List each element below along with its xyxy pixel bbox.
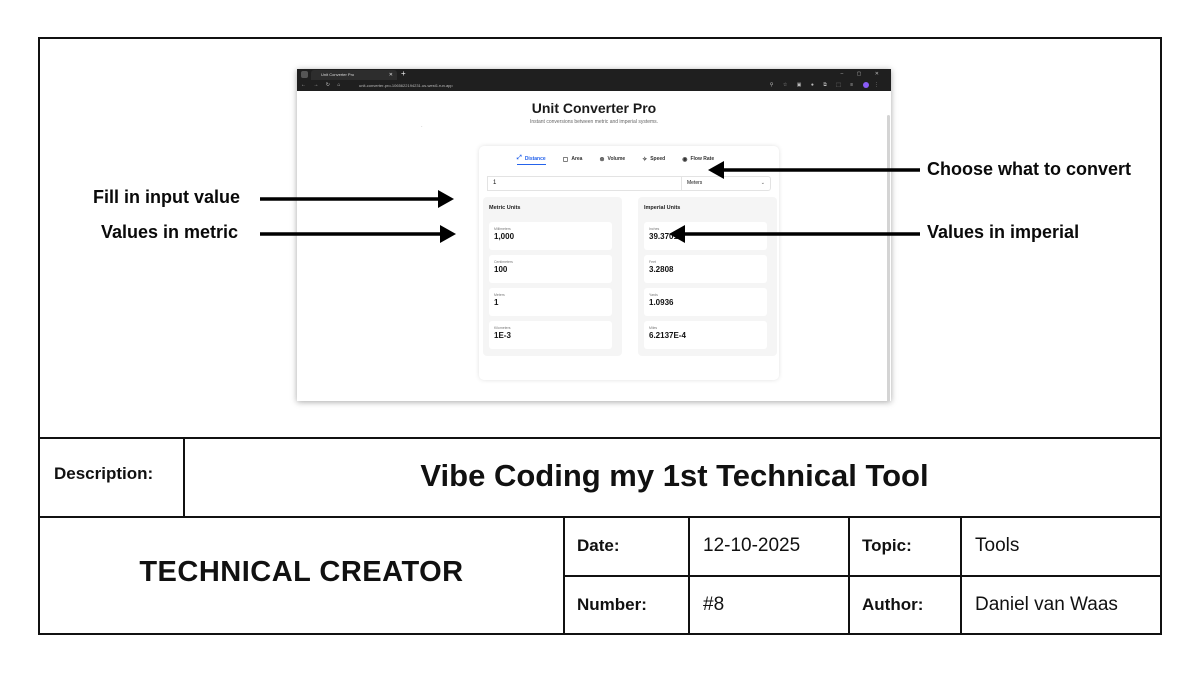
imperial-title: Imperial Units: [644, 205, 681, 211]
window-controls[interactable]: – ▢ ✕: [840, 71, 885, 77]
browser-window: Unit Converter Pro ✕ + – ▢ ✕ ← → ↻ ⌂ uni…: [297, 69, 891, 401]
close-tab-icon[interactable]: ✕: [388, 72, 393, 78]
tab-label: Distance: [524, 155, 546, 162]
value-input[interactable]: 1: [487, 176, 681, 191]
arrow-choose-convert: [708, 161, 920, 179]
profile-avatar[interactable]: [862, 81, 869, 88]
annotation-values-imperial: Values in imperial: [927, 222, 1080, 242]
arrow-fill-input: [260, 190, 454, 208]
decorative-dot: ·: [421, 124, 423, 130]
tab-speed[interactable]: ✧ Speed: [642, 153, 665, 165]
app-page: Unit Converter Pro Instant conversions b…: [297, 91, 891, 401]
metric-title: Metric Units: [489, 205, 521, 211]
area-icon: ▢: [562, 156, 569, 163]
unit-value: 1,000: [494, 232, 515, 241]
divider: [688, 516, 690, 635]
scrollbar[interactable]: [887, 115, 890, 401]
unit-name: Meters: [494, 293, 505, 297]
unit-name: Kilometers: [494, 326, 511, 330]
description-label: Description:: [54, 464, 154, 483]
distance-icon: ⤢: [517, 155, 522, 161]
unit-value: 1.0936: [649, 298, 674, 307]
unit-value: 39.3701: [649, 232, 678, 241]
number-value: #8: [703, 594, 725, 615]
converter-card: ⤢ Distance ▢ Area ⊚ Volume ✧ Speed: [479, 146, 779, 380]
chevron-down-icon: ⌄: [760, 180, 765, 186]
divider: [40, 437, 1160, 439]
tab-volume[interactable]: ⊚ Volume: [599, 153, 625, 165]
app-subtitle: Instant conversions between metric and i…: [529, 119, 659, 125]
author-label: Author:: [862, 595, 924, 614]
new-tab-icon[interactable]: +: [401, 69, 406, 78]
tab-label: Flow Rate: [690, 156, 715, 162]
divider: [848, 516, 850, 635]
unit-value: 100: [494, 265, 508, 274]
date-value: 12-10-2025: [703, 535, 801, 556]
title-sheet: Unit Converter Pro ✕ + – ▢ ✕ ← → ↻ ⌂ uni…: [38, 37, 1162, 635]
annotation-fill-input: Fill in input value: [93, 187, 241, 207]
unit-name: Miles: [649, 326, 658, 330]
tab-area[interactable]: ▢ Area: [563, 153, 583, 165]
category-tabs: ⤢ Distance ▢ Area ⊚ Volume ✧ Speed: [517, 153, 714, 165]
unit-value: 1: [494, 298, 499, 307]
unit-name: Feet: [649, 260, 657, 264]
browser-chrome: Unit Converter Pro ✕ + – ▢ ✕ ← → ↻ ⌂ uni…: [297, 69, 891, 91]
description-title: Vibe Coding my 1st Technical Tool: [420, 458, 929, 493]
tab-label: Area: [571, 156, 583, 162]
extension-icons[interactable]: ⚲ ☆ ▣ ● ⧉ ⬚ ≡ ⋮: [769, 81, 883, 88]
unit-name: Yards: [649, 293, 658, 297]
tab-flow-rate[interactable]: ◉ Flow Rate: [682, 153, 714, 165]
unit-value: 1E-3: [494, 331, 511, 340]
author-value: Daniel van Waas: [975, 594, 1118, 615]
unit-select[interactable]: Meters ⌄: [681, 176, 771, 191]
app-title: Unit Converter Pro: [531, 100, 657, 116]
annotation-choose-convert: Choose what to convert: [927, 159, 1132, 179]
browser-tab-title: Unit Converter Pro: [321, 72, 355, 77]
navigation-icons[interactable]: ← → ↻ ⌂: [301, 82, 344, 88]
tab-label: Volume: [607, 156, 626, 162]
browser-tab[interactable]: Unit Converter Pro ✕: [311, 70, 397, 80]
topic-label: Topic:: [862, 536, 912, 555]
annotation-arrows: [260, 161, 920, 243]
creator-name: TECHNICAL CREATOR: [139, 556, 464, 588]
arrow-values-metric: [260, 225, 456, 243]
unit-select-value: Meters: [687, 180, 703, 186]
speed-icon: ✧: [642, 156, 648, 163]
tab-distance[interactable]: ⤢ Distance: [517, 153, 546, 165]
volume-icon: ⊚: [599, 156, 605, 163]
unit-name: Inches: [649, 227, 660, 231]
divider: [183, 437, 185, 516]
unit-name: Millimeters: [494, 227, 511, 231]
unit-value: 6.2137E-4: [649, 331, 686, 340]
address-bar[interactable]: unit-converter-pro-1065622194231.us-west…: [359, 83, 453, 88]
unit-value: 3.2808: [649, 265, 674, 274]
tab-search-icon[interactable]: [301, 71, 308, 78]
divider: [563, 575, 1160, 577]
tab-label: Speed: [650, 156, 666, 162]
number-label: Number:: [577, 595, 647, 614]
arrow-values-imperial: [669, 225, 920, 243]
date-label: Date:: [577, 536, 620, 555]
divider: [563, 516, 565, 635]
flow-rate-icon: ◉: [682, 156, 688, 163]
topic-value: Tools: [975, 535, 1020, 556]
unit-name: Centimeters: [494, 260, 513, 264]
divider: [960, 516, 962, 635]
divider: [40, 516, 1160, 518]
annotation-values-metric: Values in metric: [101, 222, 239, 242]
